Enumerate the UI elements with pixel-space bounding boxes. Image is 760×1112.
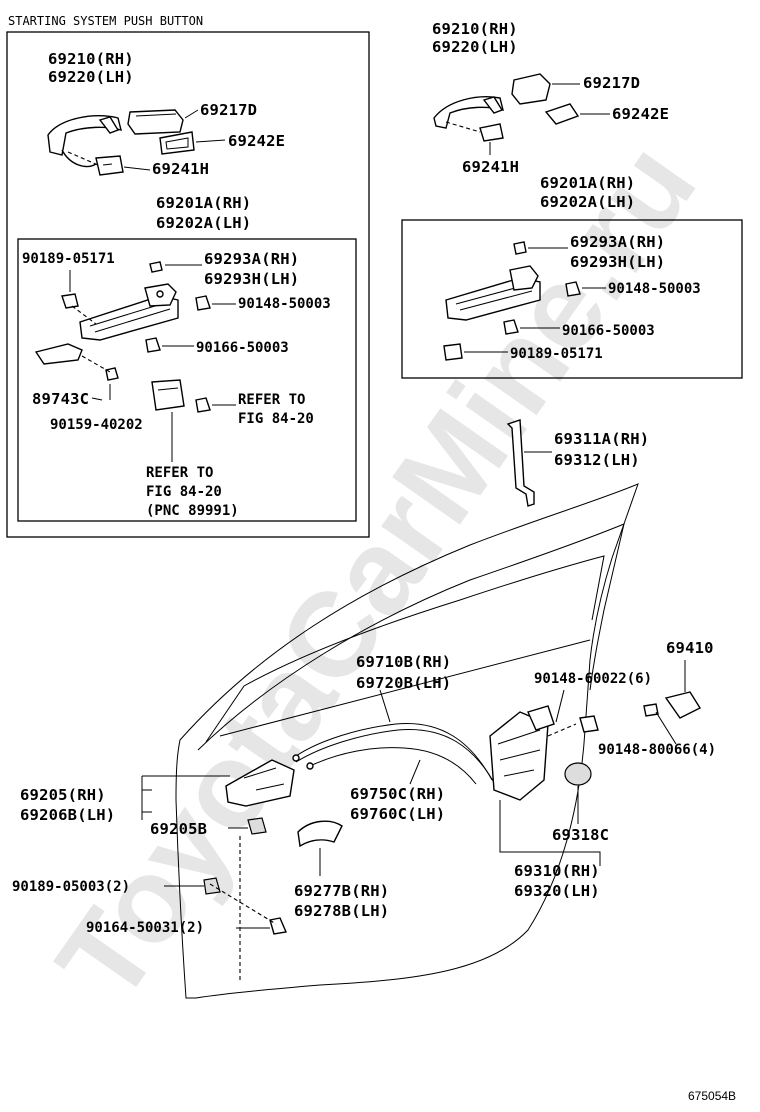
right-label-90189-05171: 90189-05171 (510, 346, 603, 362)
label-69720b: 69720B(LH) (356, 674, 451, 692)
left-label-89743c: 89743C (32, 390, 89, 408)
left-label-69202a: 69202A(LH) (156, 214, 251, 232)
label-69205: 69205(RH) (20, 786, 106, 804)
left-inset-frame (6, 31, 370, 538)
lower-fasteners-drawing (203, 820, 343, 935)
left-69242e-gasket (159, 131, 195, 155)
right-label-69210: 69210(RH) (432, 20, 518, 38)
label-69320: 69320(LH) (514, 882, 600, 900)
label-69410: 69410 (666, 639, 714, 657)
left-outer-handle-drawing (47, 115, 122, 168)
label-69310: 69310(RH) (514, 862, 600, 880)
rod-69311a-drawing (506, 419, 535, 507)
left-label-69210: 69210(RH) (48, 50, 134, 68)
label-69278b: 69278B(LH) (294, 902, 389, 920)
label-90148-60022: 90148-60022(6) (534, 671, 652, 687)
left-label-90189-05171: 90189-05171 (22, 251, 115, 267)
right-label-69293a: 69293A(RH) (570, 233, 665, 251)
left-label-69217d: 69217D (200, 101, 257, 119)
left-frame-assembly-drawing (34, 261, 211, 413)
right-frame-box (401, 219, 743, 379)
label-90189-05003: 90189-05003(2) (12, 879, 130, 895)
left-label-90166-50003: 90166-50003 (196, 340, 289, 356)
cables-drawing (292, 722, 497, 787)
label-69710b: 69710B(RH) (356, 653, 451, 671)
inside-handle-drawing (225, 759, 295, 835)
left-label-fig-84-20-b: FIG 84-20 (146, 484, 222, 500)
left-label-69201a: 69201A(RH) (156, 194, 251, 212)
left-label-69293a: 69293A(RH) (204, 250, 299, 268)
left-label-69241h: 69241H (152, 160, 209, 178)
figure-id: 675054B (688, 1089, 736, 1103)
label-69760c: 69760C(LH) (350, 805, 445, 823)
right-label-69220: 69220(LH) (432, 38, 518, 56)
right-label-69241h: 69241H (462, 158, 519, 176)
label-69312: 69312(LH) (554, 451, 640, 469)
left-label-90148-50003: 90148-50003 (238, 296, 331, 312)
right-label-69293h: 69293H(LH) (570, 253, 665, 271)
label-90148-80066: 90148-80066(4) (598, 742, 716, 758)
right-label-90166-50003: 90166-50003 (562, 323, 655, 339)
label-69311a: 69311A(RH) (554, 430, 649, 448)
left-label-69293h: 69293H(LH) (204, 270, 299, 288)
label-69318c: 69318C (552, 826, 609, 844)
right-label-69217d: 69217D (583, 74, 640, 92)
left-label-refer-to-a: REFER TO (238, 392, 305, 408)
right-label-69242e: 69242E (612, 105, 669, 123)
left-label-refer-to-b: REFER TO (146, 465, 213, 481)
left-69217d-cap (127, 109, 184, 135)
left-label-69242e: 69242E (228, 132, 285, 150)
label-90164-50031: 90164-50031(2) (86, 920, 204, 936)
left-69241h-pad (95, 155, 124, 176)
left-inner-frame (17, 238, 357, 522)
section-header: STARTING SYSTEM PUSH BUTTON (8, 14, 203, 28)
left-label-fig-84-20-a: FIG 84-20 (238, 411, 314, 427)
door-outline-drawing (175, 483, 639, 999)
right-label-69201a: 69201A(RH) (540, 174, 635, 192)
right-label-69202a: 69202A(LH) (540, 193, 635, 211)
left-label-pnc-89991: (PNC 89991) (146, 503, 239, 519)
right-label-90148-50003: 90148-50003 (608, 281, 701, 297)
label-69205b: 69205B (150, 820, 207, 838)
label-69277b: 69277B(RH) (294, 882, 389, 900)
left-label-69220: 69220(LH) (48, 68, 134, 86)
door-lock-assembly-drawing (489, 691, 702, 801)
left-label-90159-40202: 90159-40202 (50, 417, 143, 433)
label-69206b: 69206B(LH) (20, 806, 115, 824)
right-frame-assembly-drawing (443, 241, 581, 361)
label-69750c: 69750C(RH) (350, 785, 445, 803)
right-outer-handle-drawing (433, 73, 580, 142)
